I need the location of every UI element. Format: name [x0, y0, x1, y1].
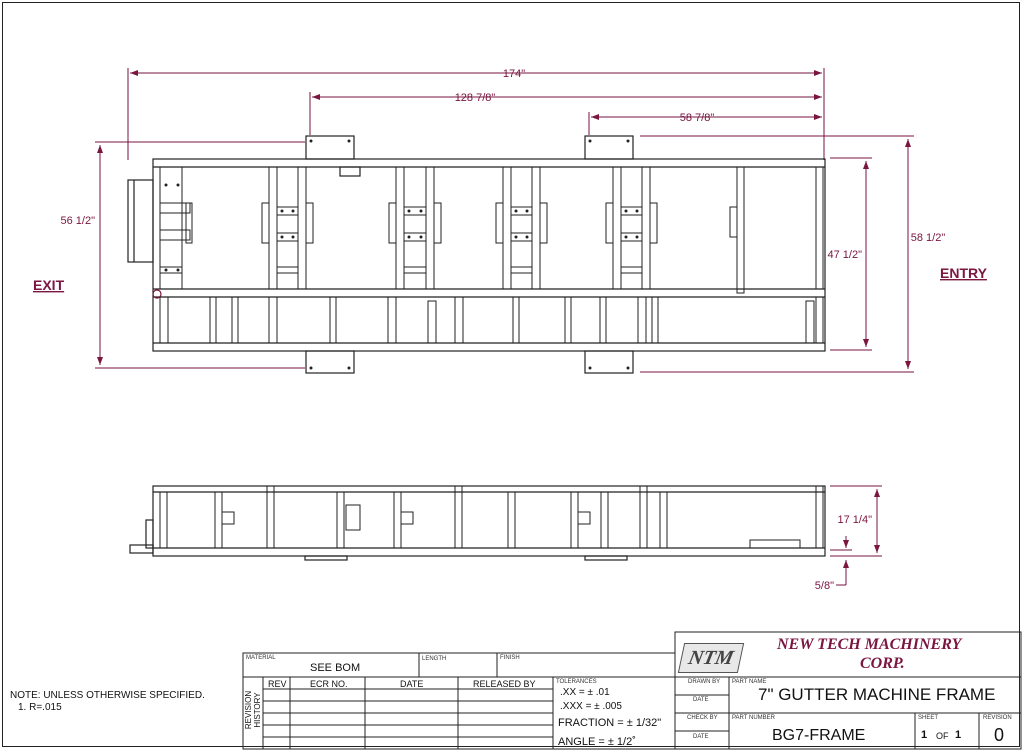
frame-top-verticals — [159, 166, 824, 344]
dim-overall-length: 174" — [503, 68, 525, 80]
drawn-by-label: DRAWN BY — [688, 679, 721, 685]
frame-top-bolts — [164, 139, 639, 370]
ecr-header: ECR NO. — [310, 679, 348, 689]
sheet-total: 1 — [955, 729, 962, 741]
part-number-label: PART NUMBER — [732, 715, 776, 721]
dim-width-inner: 47 1/2" — [828, 249, 863, 261]
logo-text: NTM — [686, 647, 736, 669]
revision-value: 0 — [994, 725, 1005, 745]
date-label-1: DATE — [693, 697, 709, 703]
material-value: SEE BOM — [310, 662, 361, 674]
dimension-lines — [95, 68, 914, 586]
check-by-label: CHECK BY — [687, 715, 718, 721]
length-label: LENGTH — [422, 656, 447, 662]
sheet-current: 1 — [921, 729, 928, 741]
part-name: 7" GUTTER MACHINE FRAME — [758, 685, 996, 704]
tol-fraction: FRACTION = ± 1/32" — [558, 717, 662, 729]
dim-height: 17 1/4" — [838, 514, 873, 526]
dimension-labels: 174" 128 7/8" 58 7/8" 56 1/2" 47 1/2" 58… — [33, 68, 988, 592]
revision-label: REVISION — [983, 715, 1012, 721]
part-name-label: PART NAME — [732, 679, 767, 685]
released-by-header: RELEASED BY — [473, 679, 536, 689]
dim-span-2: 58 7/8" — [680, 112, 715, 124]
date-header: DATE — [400, 679, 424, 689]
note-line-1: NOTE: UNLESS OTHERWISE SPECIFIED. — [10, 690, 205, 701]
note-line-2: 1. R=.015 — [18, 702, 62, 713]
rev-header: REV — [268, 679, 287, 689]
dim-span-1: 128 7/8" — [455, 92, 496, 104]
material-label: MATERIAL — [246, 655, 276, 661]
tol-xx: .XX = ± .01 — [560, 687, 610, 698]
company-name-line-1: NEW TECH MACHINERY — [777, 636, 962, 653]
tol-xxx: .XXX = ± .005 — [560, 701, 622, 712]
sheet-label: SHEET — [918, 715, 939, 721]
sheet-of: OF — [936, 731, 949, 741]
exit-label: EXIT — [33, 277, 65, 293]
frame-side-verticals — [159, 485, 824, 549]
frame-top-view — [127, 135, 826, 374]
part-number: BG7-FRAME — [772, 727, 866, 744]
dim-foot: 5/8" — [815, 580, 834, 592]
finish-label: FINISH — [500, 655, 520, 661]
frame-side-view — [129, 485, 826, 561]
company-name-line-2: CORP. — [860, 655, 905, 672]
date-label-2: DATE — [693, 734, 709, 740]
revision-history-label: REVISION HISTORY — [244, 690, 262, 730]
tolerances-label: TOLERANCES — [556, 679, 597, 685]
company-logo: NTM — [677, 643, 745, 673]
entry-label: ENTRY — [940, 265, 988, 281]
dim-width-left: 56 1/2" — [61, 215, 96, 227]
dim-width-outer: 58 1/2" — [911, 232, 946, 244]
general-note: NOTE: UNLESS OTHERWISE SPECIFIED. 1. R=.… — [10, 690, 205, 714]
tol-angle: ANGLE = ± 1/2˚ — [558, 736, 636, 748]
